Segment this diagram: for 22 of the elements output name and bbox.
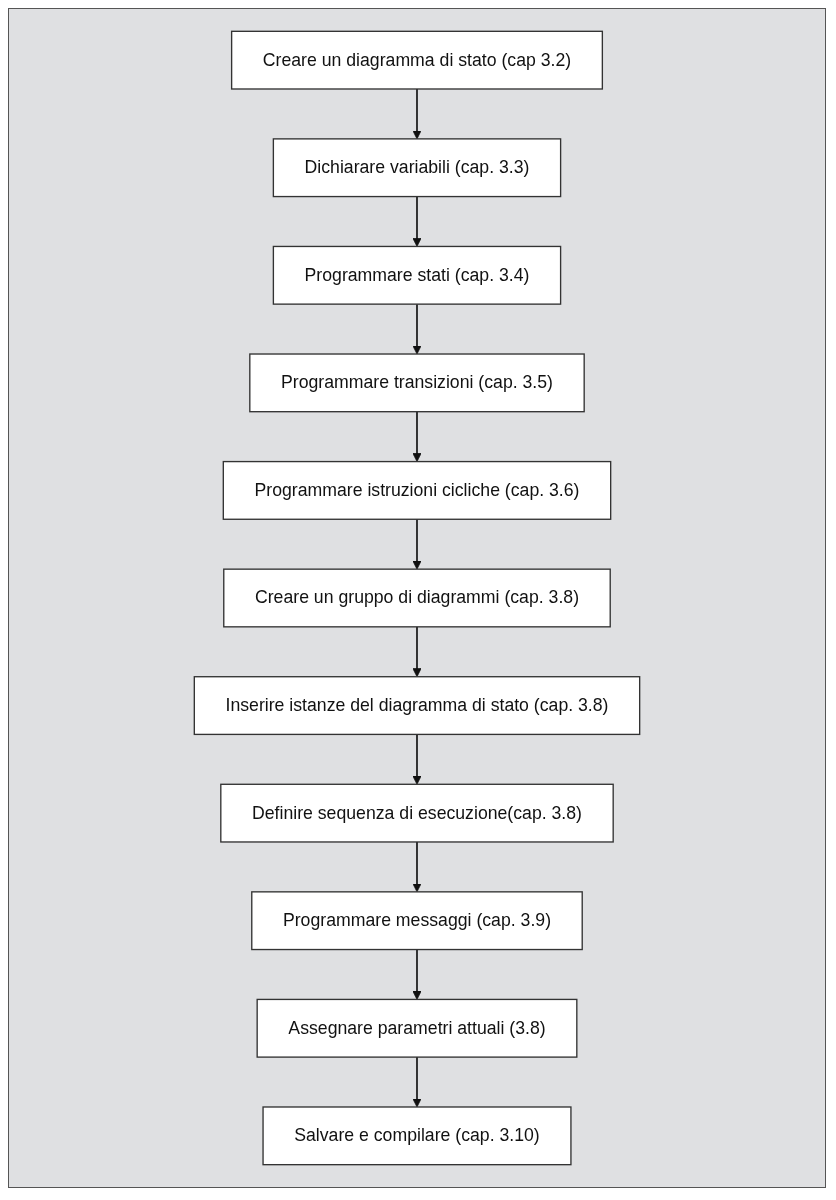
arrow <box>412 88 422 140</box>
node-box <box>249 353 585 413</box>
arrow <box>412 195 422 247</box>
node-box <box>220 783 614 843</box>
arrow <box>412 626 422 678</box>
node-box <box>272 138 562 198</box>
arrow <box>412 1056 422 1108</box>
node-box <box>256 998 578 1058</box>
node-box <box>223 568 611 628</box>
arrow <box>412 518 422 570</box>
diagram-background: Creare un diagramma di stato (cap 3.2) Dichiarare variabili (cap. 3.3) Programmare stati (cap. 3.4) Programmare transizioni (cap. 3.5) Programmare istruzioni cicliche (cap. 3.6) Creare un gruppo di diagrammi (cap. 3.8) Inserire istanze del diagramma di stato (cap. 3.8) Definire sequenza di esecuzione(cap. 3.8) Programmare messaggi (cap. 3.9) Assegnare parametri attuali (3.8) Salvare e compilare (cap. 3.10) <box>8 8 826 1188</box>
arrow <box>412 733 422 785</box>
arrow <box>412 841 422 893</box>
arrow <box>412 948 422 1000</box>
node-box <box>193 676 641 736</box>
node-box <box>272 245 562 305</box>
arrow <box>412 410 422 462</box>
node-box <box>230 30 604 90</box>
node-box <box>262 1106 572 1166</box>
node-box <box>222 460 612 520</box>
node-box <box>251 891 583 951</box>
arrow <box>412 303 422 355</box>
